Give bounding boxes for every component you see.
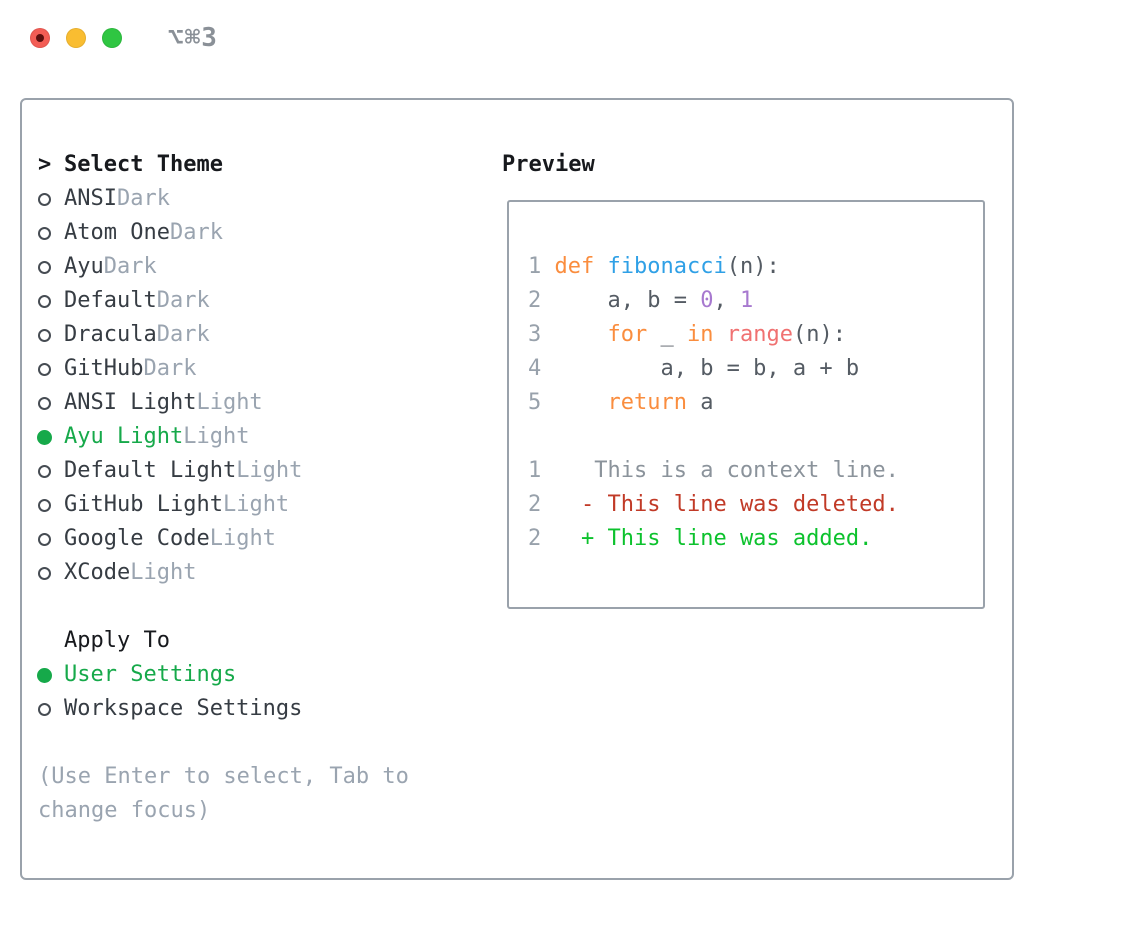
traffic-lights [30, 28, 122, 48]
focus-caret-icon: > [38, 152, 52, 177]
radio-unselected-icon [38, 396, 51, 410]
radio-unselected-icon [38, 464, 51, 478]
code-line: 2 + This line was added. [528, 526, 873, 551]
apply-to-name: Workspace Settings [64, 696, 303, 721]
theme-option[interactable]: Ayu Light Light [37, 420, 482, 454]
theme-name: Ayu Light [64, 424, 184, 449]
radio-selected-icon [37, 429, 52, 445]
theme-variant-tag: Dark [156, 288, 210, 313]
help-text: (Use Enter to select, Tab to change focu… [38, 764, 409, 823]
theme-name: Dracula [64, 322, 157, 347]
code-line [528, 420, 983, 454]
theme-name: Default [64, 288, 157, 313]
radio-icon [38, 216, 64, 250]
theme-option[interactable]: Atom One Dark [38, 216, 482, 250]
theme-name: GitHub [64, 356, 144, 381]
code-line: 3 for _ in range(n): [528, 322, 846, 347]
radio-unselected-icon [38, 328, 51, 342]
theme-option[interactable]: GitHub Light Light [38, 488, 482, 522]
theme-variant-tag: Dark [103, 254, 157, 279]
theme-name: Default Light [64, 458, 237, 483]
theme-option[interactable]: Dracula Dark [38, 318, 482, 352]
radio-icon [38, 284, 64, 318]
radio-icon [38, 182, 64, 216]
select-theme-title: Select Theme [64, 152, 223, 177]
select-theme-header: > Select Theme [38, 148, 482, 182]
code-line: 1 This is a context line. [528, 458, 899, 483]
minimize-window-icon[interactable] [66, 28, 86, 48]
code-line: 2 a, b = 0, 1 [528, 288, 754, 313]
code-line: 5 return a [528, 390, 714, 415]
apply-to-header: Apply To [38, 624, 482, 658]
theme-option[interactable]: Google Code Light [38, 522, 482, 556]
theme-option[interactable]: Ayu Dark [38, 250, 482, 284]
theme-name: ANSI Light [64, 390, 197, 415]
window-shortcut-label: ⌥⌘3 [168, 23, 218, 53]
theme-variant-tag: Dark [169, 220, 223, 245]
apply-to-name: User Settings [64, 662, 237, 687]
theme-option[interactable]: ANSI Light Light [38, 386, 482, 420]
radio-icon [38, 454, 64, 488]
theme-variant-tag: Light [222, 492, 290, 517]
title-bar: ⌥⌘3 [0, 0, 1140, 98]
radio-icon [38, 386, 64, 420]
theme-variant-tag: Dark [116, 186, 170, 211]
theme-option[interactable]: XCode Light [38, 556, 482, 590]
radio-unselected-icon [38, 532, 51, 546]
apply-to-title: Apply To [64, 628, 170, 653]
radio-unselected-icon [38, 294, 51, 308]
radio-unselected-icon [38, 362, 51, 376]
radio-icon [37, 658, 64, 692]
preview-code-box: 1 def fibonacci(n): 2 a, b = 0, 1 3 for _ … [507, 200, 985, 609]
radio-unselected-icon [38, 260, 51, 274]
zoom-window-icon[interactable] [102, 28, 122, 48]
code-line: 2 - This line was deleted. [528, 492, 899, 517]
theme-option[interactable]: ANSI Dark [38, 182, 482, 216]
radio-icon [38, 522, 64, 556]
theme-variant-tag: Light [130, 560, 197, 585]
radio-unselected-icon [38, 498, 51, 512]
theme-name: Atom One [64, 220, 170, 245]
radio-icon [38, 692, 64, 726]
theme-variant-tag: Light [196, 390, 263, 415]
theme-option[interactable]: Default Light Light [38, 454, 482, 488]
radio-icon [37, 420, 64, 454]
code-line: 4 a, b = b, a + b [528, 356, 860, 381]
code-line: 1 def fibonacci(n): [528, 254, 780, 279]
theme-variant-tag: Light [209, 526, 276, 551]
close-window-icon[interactable] [30, 28, 50, 48]
theme-variant-tag: Light [183, 424, 250, 449]
preview-column: Preview 1 def fibonacci(n): 2 a, b = 0, 1… [482, 148, 1012, 828]
radio-unselected-icon [38, 702, 51, 716]
theme-variant-tag: Dark [156, 322, 210, 347]
preview-title: Preview [502, 152, 595, 177]
radio-icon [38, 352, 64, 386]
apply-to-option[interactable]: Workspace Settings [38, 692, 482, 726]
theme-name: Ayu [64, 254, 104, 279]
theme-name: Google Code [64, 526, 210, 551]
theme-variant-tag: Dark [143, 356, 197, 381]
radio-icon [38, 318, 64, 352]
theme-variant-tag: Light [236, 458, 303, 483]
theme-name: GitHub Light [64, 492, 223, 517]
theme-name: XCode [64, 560, 131, 585]
radio-unselected-icon [38, 192, 51, 206]
radio-icon [38, 488, 64, 522]
radio-unselected-icon [38, 226, 51, 240]
radio-icon [38, 250, 64, 284]
radio-unselected-icon [38, 566, 51, 580]
radio-icon [38, 556, 64, 590]
theme-option[interactable]: Default Dark [38, 284, 482, 318]
apply-to-option[interactable]: User Settings [37, 658, 482, 692]
theme-option[interactable]: GitHub Dark [38, 352, 482, 386]
radio-selected-icon [37, 667, 52, 683]
theme-name: ANSI [64, 186, 117, 211]
